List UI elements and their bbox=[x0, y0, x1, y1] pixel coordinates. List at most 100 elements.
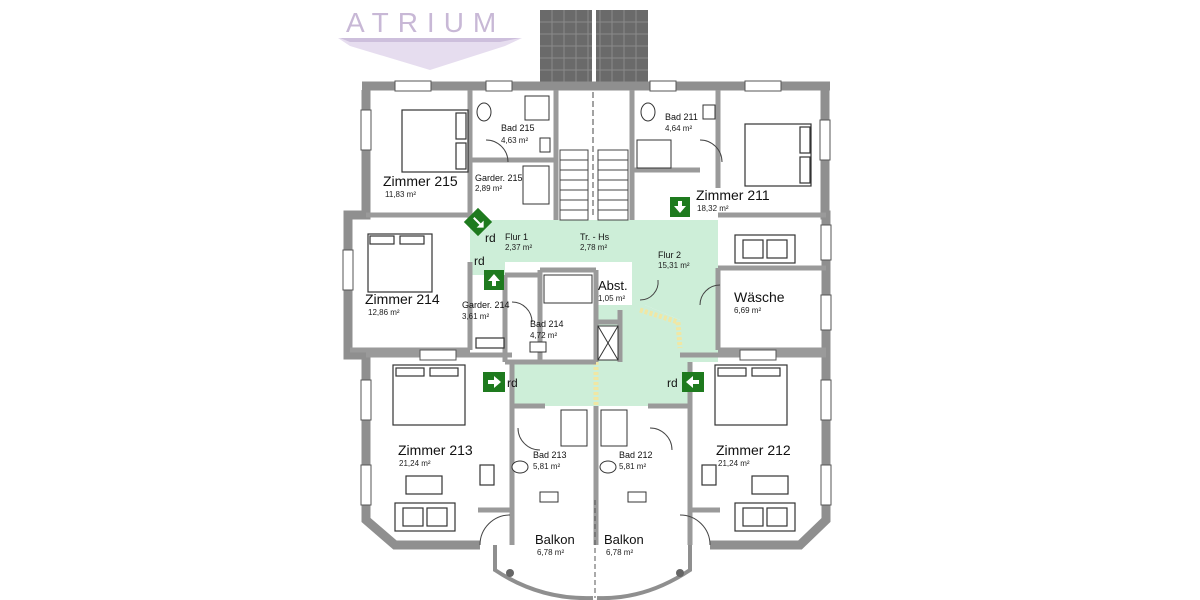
area-balkon-left: 6,78 m² bbox=[537, 548, 564, 557]
area-balkon-right: 6,78 m² bbox=[606, 548, 633, 557]
window bbox=[820, 294, 832, 331]
rd-label-flur1: rd bbox=[485, 231, 496, 245]
sofa-icon bbox=[734, 502, 796, 532]
shower-icon bbox=[524, 95, 550, 121]
rd-label-zimmer212: rd bbox=[667, 376, 678, 390]
label-balkon-left: Balkon bbox=[535, 532, 575, 547]
rd-label-zimmer214: rd bbox=[474, 254, 485, 268]
area-zimmer215: 11,83 m² bbox=[385, 190, 416, 199]
atrium-logo: ATRIUM bbox=[338, 7, 522, 70]
balkon-left-rail bbox=[493, 545, 594, 600]
area-garder214: 3,61 m² bbox=[462, 312, 489, 321]
window bbox=[649, 80, 677, 92]
bed-icon bbox=[401, 109, 469, 173]
arrow-left-icon bbox=[686, 376, 699, 388]
logo-swoosh bbox=[338, 38, 522, 70]
label-bad212: Bad 212 bbox=[619, 450, 653, 460]
area-bad214: 4,72 m² bbox=[530, 331, 557, 340]
shower-icon bbox=[600, 409, 628, 447]
area-trhs: 2,78 m² bbox=[580, 243, 607, 252]
windows bbox=[342, 80, 832, 506]
table-icon bbox=[405, 475, 443, 495]
label-zimmer214: Zimmer 214 bbox=[365, 291, 440, 307]
bed-icon bbox=[367, 233, 433, 293]
arrow-right-icon bbox=[488, 376, 501, 388]
window bbox=[360, 464, 372, 506]
label-garder215: Garder. 215 bbox=[475, 173, 523, 183]
label-trhs: Tr. - Hs bbox=[580, 232, 610, 242]
door-swing bbox=[649, 427, 673, 451]
label-garder214: Garder. 214 bbox=[462, 300, 510, 310]
bed-icon bbox=[744, 123, 812, 187]
door-swing bbox=[479, 514, 511, 546]
label-abst: Abst. bbox=[598, 278, 628, 293]
door-swing bbox=[511, 301, 533, 323]
logo-swoosh-top bbox=[340, 38, 520, 42]
shelf-icon bbox=[475, 337, 505, 349]
escape-path-lines bbox=[593, 307, 683, 406]
label-flur1: Flur 1 bbox=[505, 232, 528, 242]
door-swing bbox=[699, 139, 723, 163]
label-zimmer212: Zimmer 212 bbox=[716, 442, 791, 458]
window bbox=[820, 379, 832, 421]
label-bad211: Bad 211 bbox=[665, 112, 698, 122]
door-swing bbox=[699, 284, 721, 306]
exit-sign-zimmer213 bbox=[483, 372, 505, 392]
desk-icon bbox=[701, 464, 717, 486]
sink-icon bbox=[539, 137, 551, 153]
window bbox=[744, 80, 782, 92]
trhs-area bbox=[556, 220, 632, 262]
label-bad213: Bad 213 bbox=[533, 450, 567, 460]
arrow-down-icon bbox=[674, 201, 686, 213]
room-labels: Zimmer 215 11,83 m² Bad 215 4,63 m² Gard… bbox=[365, 112, 791, 557]
window bbox=[360, 379, 372, 421]
table-icon bbox=[751, 475, 789, 495]
furniture bbox=[394, 234, 796, 532]
sofa-icon bbox=[394, 502, 456, 532]
window bbox=[360, 109, 372, 151]
toilet-icon bbox=[599, 460, 617, 474]
window bbox=[419, 349, 457, 361]
window bbox=[342, 249, 354, 291]
flur2-upper bbox=[620, 220, 718, 362]
bed-icon bbox=[714, 364, 788, 426]
toilet-icon bbox=[640, 102, 656, 122]
rd-label-zimmer213: rd bbox=[507, 376, 518, 390]
bed-icon bbox=[392, 364, 466, 426]
exit-sign-garder214 bbox=[484, 270, 504, 290]
toilet-icon bbox=[476, 102, 492, 122]
flur2-lower-left bbox=[512, 362, 600, 406]
area-bad215: 4,63 m² bbox=[501, 136, 528, 145]
window bbox=[394, 80, 432, 92]
label-balkon-right: Balkon bbox=[604, 532, 644, 547]
bathtub-icon bbox=[543, 274, 593, 304]
area-waesche: 6,69 m² bbox=[734, 306, 761, 315]
sofa-icon bbox=[734, 234, 796, 264]
area-zimmer212: 21,24 m² bbox=[718, 459, 750, 468]
sanitary bbox=[476, 95, 716, 503]
shower-icon bbox=[560, 409, 588, 447]
area-bad211: 4,64 m² bbox=[665, 124, 692, 133]
window bbox=[739, 349, 777, 361]
area-zimmer213: 21,24 m² bbox=[399, 459, 431, 468]
door-swing bbox=[517, 427, 541, 451]
label-waesche: Wäsche bbox=[734, 289, 785, 305]
sink-icon bbox=[529, 341, 547, 353]
roof-tiles bbox=[540, 10, 648, 86]
label-bad215: Bad 215 bbox=[501, 123, 535, 133]
logo-text: ATRIUM bbox=[346, 7, 505, 38]
area-abst: 1,05 m² bbox=[598, 294, 625, 303]
window bbox=[819, 119, 831, 161]
beds bbox=[367, 109, 812, 426]
area-bad212: 5,81 m² bbox=[619, 462, 646, 471]
closet-icon bbox=[522, 165, 550, 205]
balconies bbox=[493, 500, 692, 600]
shower-icon bbox=[636, 139, 672, 169]
toilet-icon bbox=[511, 460, 529, 474]
arrow-up-icon bbox=[488, 274, 500, 286]
area-garder215: 2,89 m² bbox=[475, 184, 502, 193]
area-bad213: 5,81 m² bbox=[533, 462, 560, 471]
area-flur1: 2,37 m² bbox=[505, 243, 532, 252]
door-swings bbox=[479, 139, 723, 546]
